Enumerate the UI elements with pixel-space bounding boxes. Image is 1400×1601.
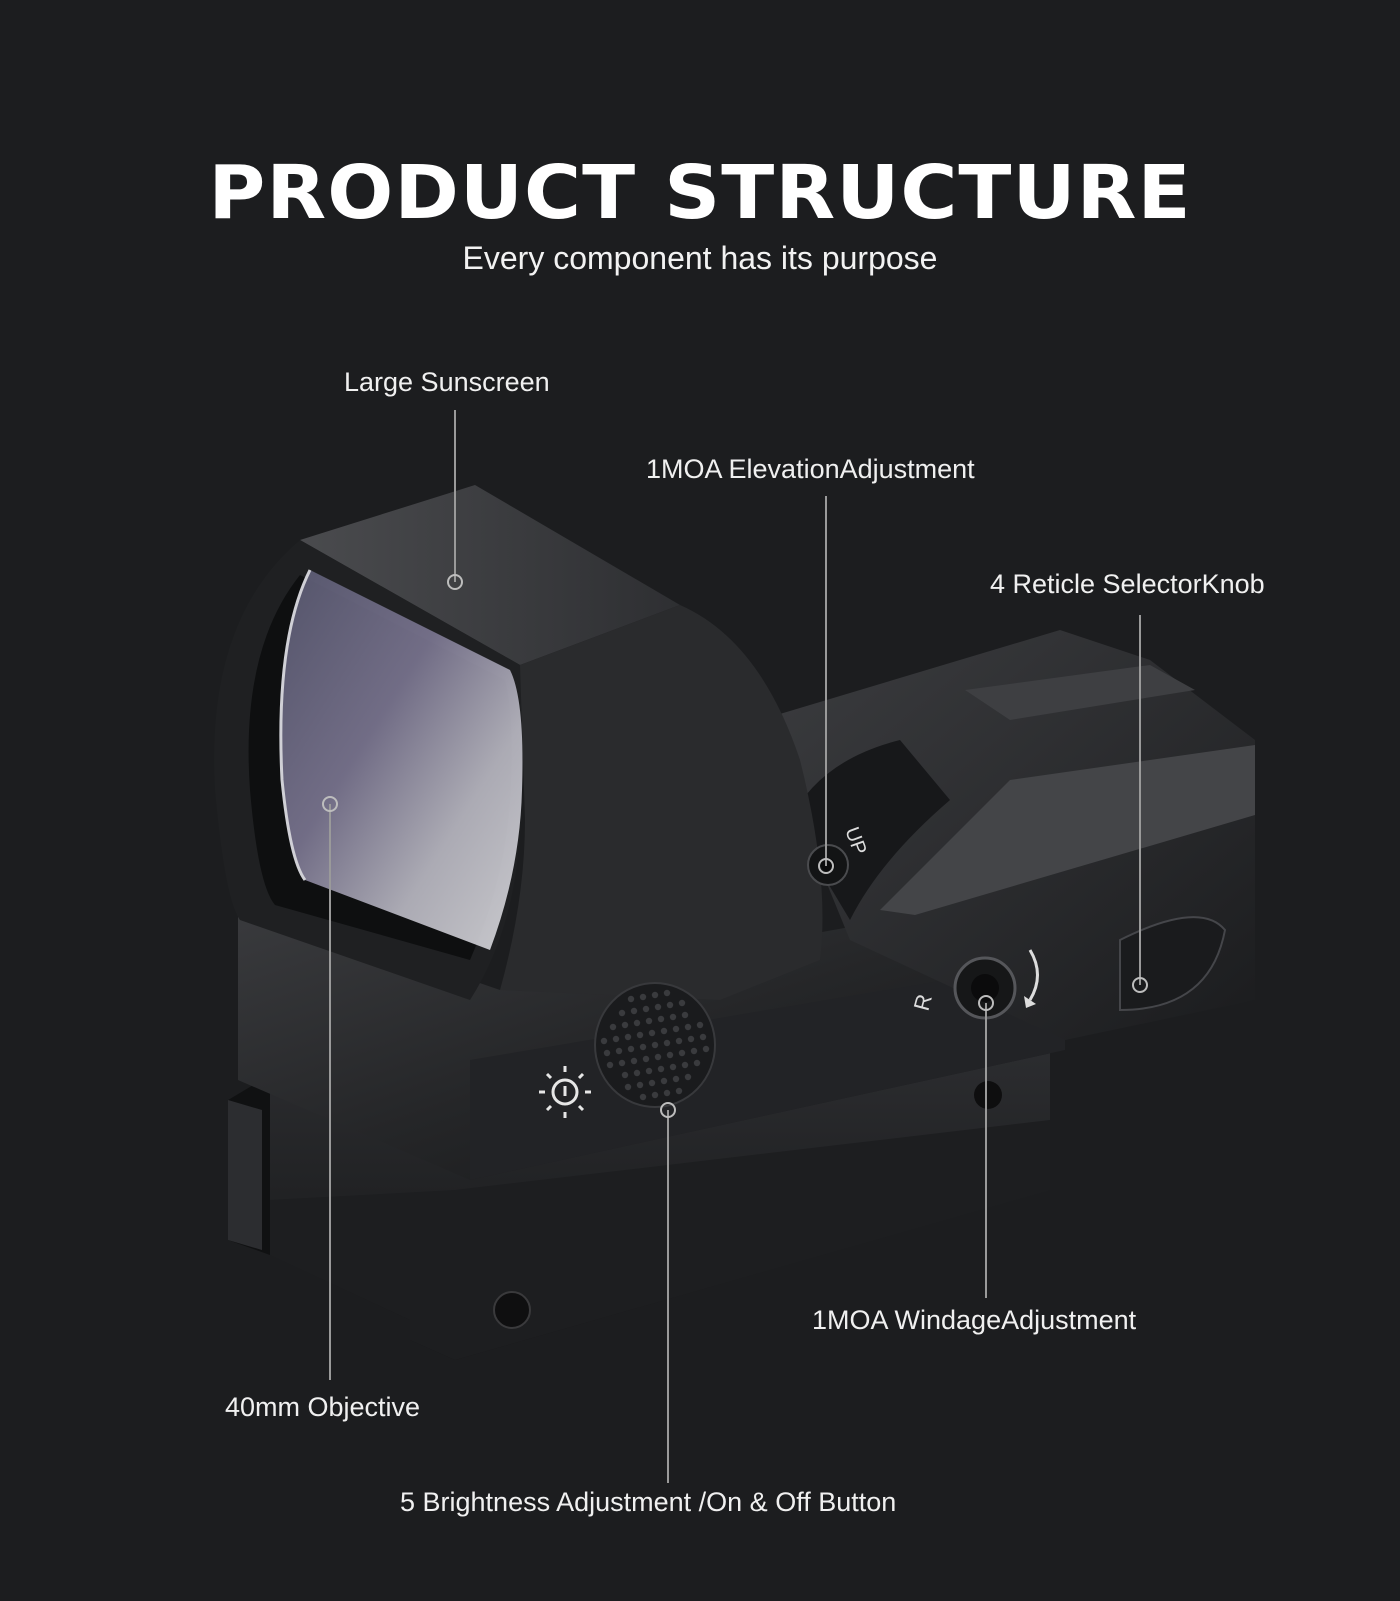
callout-reticle: 4 Reticle SelectorKnob: [990, 569, 1265, 599]
elevation-adjustment-screw: [807, 844, 849, 886]
page-title: PRODUCT STRUCTURE: [208, 150, 1192, 236]
page-subtitle: Every component has its purpose: [462, 240, 938, 276]
callout-windage: 1MOA WindageAdjustment: [812, 1305, 1137, 1335]
callout-sunscreen: Large Sunscreen: [344, 367, 550, 397]
callout-points: [322, 574, 1148, 1118]
sun-brightness-icon: [539, 1066, 591, 1118]
windage-marking: R: [909, 991, 937, 1013]
brightness-button: [594, 982, 716, 1108]
callout-brightness: 5 Brightness Adjustment /On & Off Button: [400, 1487, 897, 1517]
callout-elevation: 1MOA ElevationAdjustment: [646, 454, 975, 484]
objective-lens: [279, 569, 523, 950]
callout-leaders: [329, 410, 1141, 1483]
callout-objective: 40mm Objective: [225, 1392, 421, 1422]
